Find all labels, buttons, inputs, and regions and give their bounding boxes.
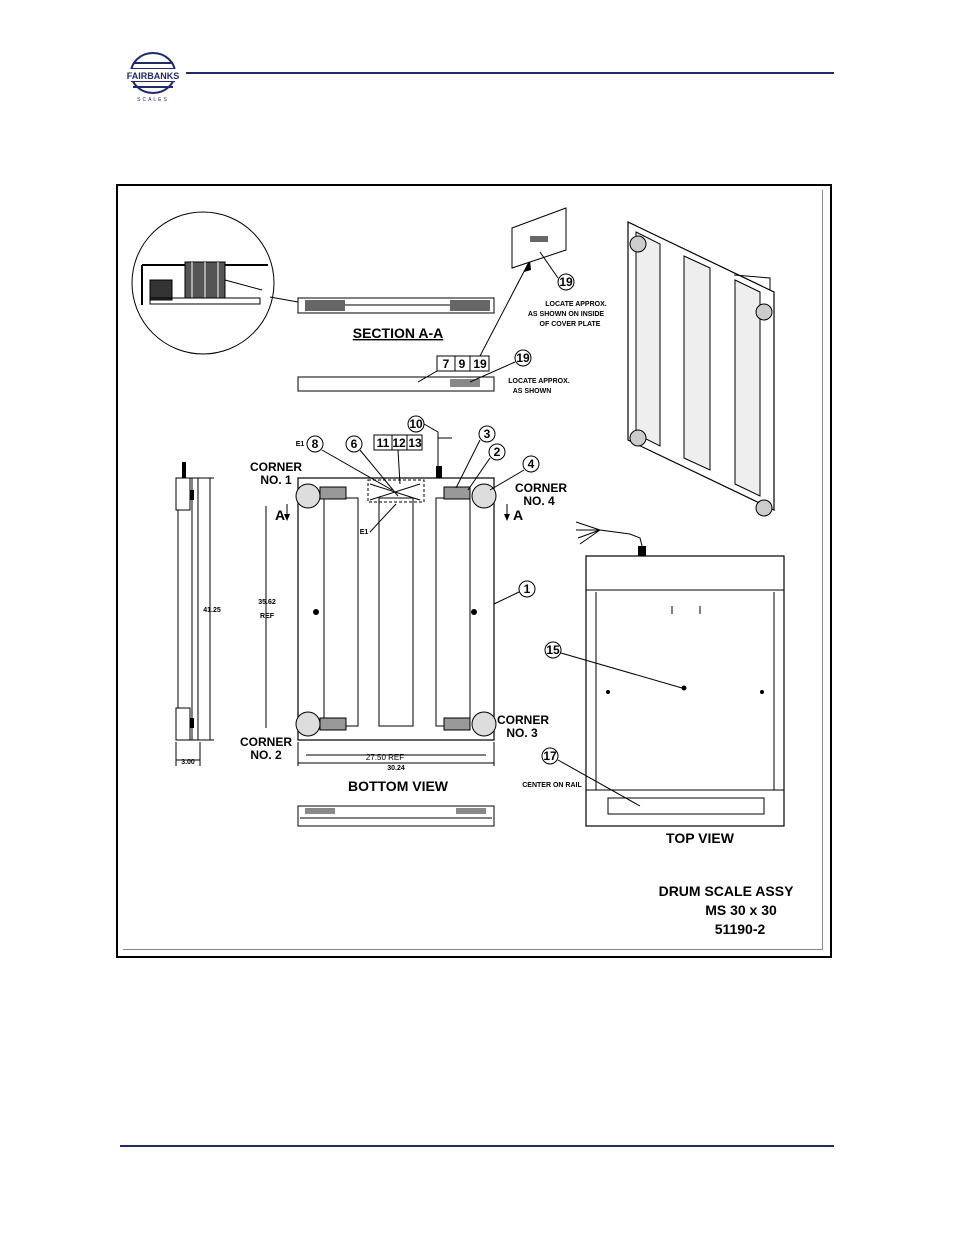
box-9: 9: [459, 357, 466, 371]
dim-thickness: 3.00: [181, 759, 195, 766]
note-center-rail: CENTER ON RAIL: [522, 782, 582, 789]
dim-inner-ref-value: 35.62: [258, 599, 276, 606]
logo-subtext: SCALES: [137, 97, 169, 103]
balloon-6: 6: [351, 437, 358, 451]
note-locate-1: LOCATE APPROX.: [508, 378, 570, 385]
top-view: [575, 521, 785, 827]
balloon-17: 17: [543, 749, 557, 763]
detail-circle: [131, 211, 275, 355]
drawing-frame: [116, 184, 832, 958]
corner-4-line2: NO. 4: [523, 494, 555, 508]
isometric-view: [627, 221, 775, 517]
balloon-2: 2: [494, 445, 501, 459]
dim-width-ref: 27.50 REF: [366, 753, 404, 762]
balloon-4: 4: [528, 457, 535, 471]
corner-1-line2: NO. 1: [260, 473, 292, 487]
balloon-19-b: 19: [516, 351, 530, 365]
note-cover-2: AS SHOWN ON INSIDE: [528, 311, 605, 318]
title-line-1: DRUM SCALE ASSY: [659, 883, 794, 899]
section-mark-left: A: [275, 507, 285, 523]
section-label: SECTION A-A: [353, 325, 443, 341]
side-elevation-view: [297, 376, 495, 392]
label-e1-a: E1: [296, 441, 305, 448]
bottom-view-label: BOTTOM VIEW: [348, 778, 449, 794]
balloon-19-a: 19: [559, 275, 573, 289]
box-19: 19: [473, 357, 487, 371]
balloon-15: 15: [546, 643, 560, 657]
balloon-10: 10: [409, 417, 423, 431]
corner-1-line1: CORNER: [250, 460, 302, 474]
fairbanks-logo: FAIRBANKS SCALES: [123, 51, 183, 107]
balloon-1: 1: [524, 582, 531, 596]
note-cover-3: OF COVER PLATE: [540, 321, 601, 328]
lower-side-view: [297, 805, 495, 827]
corner-3-line2: NO. 3: [506, 726, 538, 740]
corner-2-line1: CORNER: [240, 735, 292, 749]
footer-rule: [120, 1145, 834, 1147]
corner-4-line1: CORNER: [515, 481, 567, 495]
drawing-frame-inner: [123, 190, 823, 950]
callout-box-11-12-13: 11 12 13: [373, 434, 423, 451]
balloon-8: 8: [312, 437, 319, 451]
dim-height-overall: 41.25: [203, 607, 221, 614]
label-e1-b: E1: [360, 529, 369, 536]
box-11: 11: [377, 436, 390, 450]
corner-3-line1: CORNER: [497, 713, 549, 727]
bottom-view: [295, 466, 497, 741]
corner-2-line2: NO. 2: [250, 748, 282, 762]
note-cover-1: LOCATE APPROX.: [545, 301, 607, 308]
title-line-3: 51190-2: [715, 921, 766, 937]
box-7: 7: [443, 357, 450, 371]
section-mark-right: A: [513, 507, 523, 523]
callout-box-7-9-19: 7 9 19: [436, 355, 490, 372]
logo-text: FAIRBANKS: [127, 71, 180, 81]
left-side-profile: [175, 462, 214, 766]
title-line-2: MS 30 x 30: [705, 902, 777, 918]
section-a-a-view: [297, 297, 495, 314]
dim-inner-ref-label: REF: [260, 613, 275, 620]
cover-plate-detail: [511, 207, 567, 269]
balloon-3: 3: [484, 427, 491, 441]
box-13: 13: [408, 436, 422, 450]
top-view-label: TOP VIEW: [666, 830, 735, 846]
note-locate-2: AS SHOWN: [513, 388, 552, 395]
box-12: 12: [392, 436, 406, 450]
dim-width-overall: 30.24: [387, 765, 405, 772]
header-rule: [186, 72, 834, 74]
